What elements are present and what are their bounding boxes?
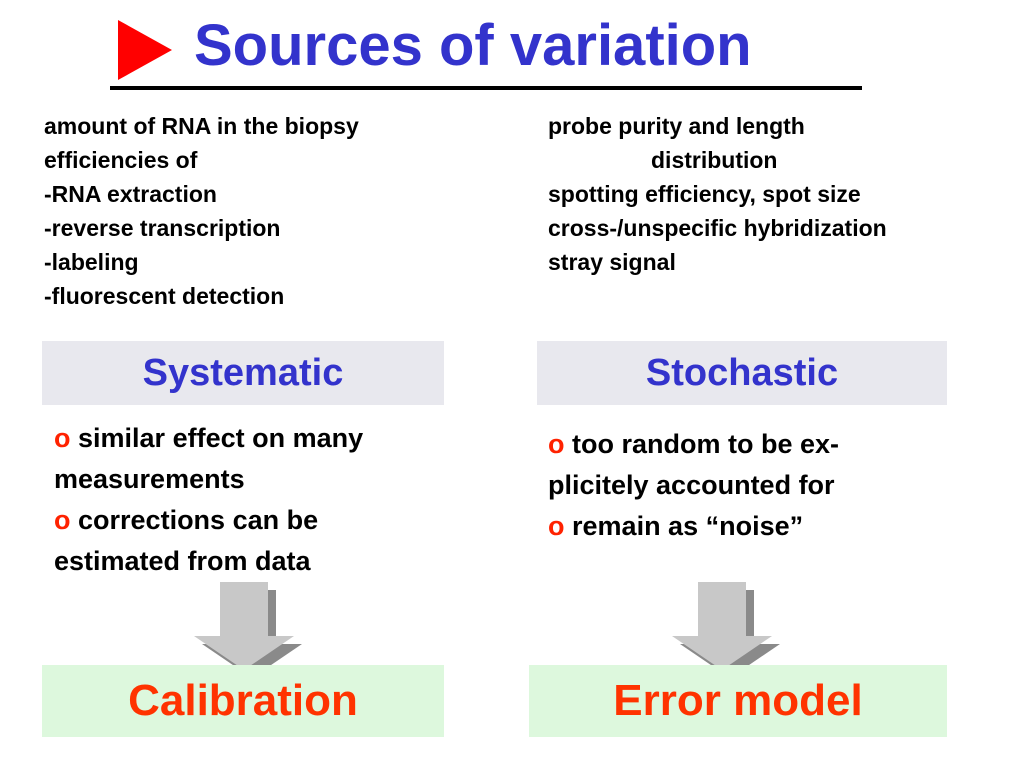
list-item: -labeling (44, 249, 139, 275)
slide-title: Sources of variation (110, 6, 862, 90)
list-item: o similar effect on many (54, 418, 363, 459)
list-item: o remain as “noise” (548, 506, 839, 547)
right-triangle-icon (118, 20, 172, 80)
systematic-bullets: o similar effect on many measurements o … (54, 418, 363, 582)
bullet-text-continued: measurements (54, 464, 245, 494)
stochastic-sources-list: probe purity and length distribution spo… (548, 109, 887, 279)
list-item: stray signal (548, 249, 676, 275)
bullet-icon: o (54, 423, 71, 453)
bullet-text-continued: estimated from data (54, 546, 311, 576)
list-item: probe purity and length (548, 113, 805, 139)
list-item: cross-/unspecific hybridization (548, 215, 887, 241)
bullet-text: corrections can be (78, 505, 319, 535)
list-item: amount of RNA in the biopsy (44, 113, 359, 139)
title-text: Sources of variation (194, 13, 752, 78)
bullet-icon: o (54, 505, 71, 535)
bullet-icon: o (548, 511, 565, 541)
systematic-sources-list: amount of RNA in the biopsy efficiencies… (44, 109, 359, 313)
list-item: spotting efficiency, spot size (548, 181, 861, 207)
list-item: distribution (651, 147, 778, 173)
systematic-heading: Systematic (42, 341, 444, 405)
down-arrow-icon (194, 582, 302, 678)
bullet-text: too random to be ex- (572, 429, 840, 459)
list-item: -reverse transcription (44, 215, 281, 241)
title-underline (110, 86, 862, 90)
list-item: o too random to be ex- (548, 424, 839, 465)
error-model-result: Error model (529, 665, 947, 737)
bullet-text: similar effect on many (78, 423, 364, 453)
list-item: o corrections can be (54, 500, 363, 541)
bullet-icon: o (548, 429, 565, 459)
stochastic-heading: Stochastic (537, 341, 947, 405)
stochastic-bullets: o too random to be ex- plicitely account… (548, 424, 839, 547)
list-item: -RNA extraction (44, 181, 217, 207)
list-item: efficiencies of (44, 147, 198, 173)
bullet-text-continued: plicitely accounted for (548, 470, 835, 500)
calibration-result: Calibration (42, 665, 444, 737)
list-item: -fluorescent detection (44, 283, 285, 309)
bullet-text: remain as “noise” (572, 511, 804, 541)
down-arrow-icon (672, 582, 780, 678)
